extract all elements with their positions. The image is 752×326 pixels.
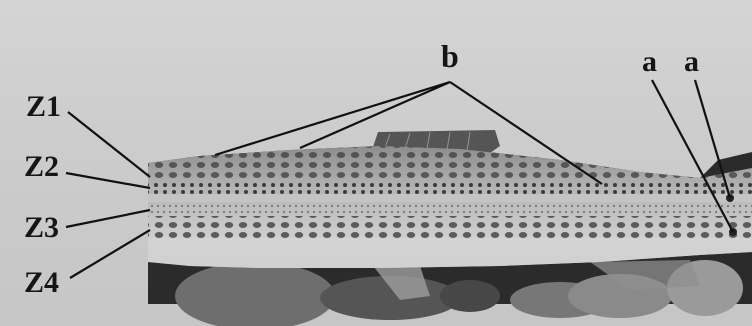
label-a-left: a <box>642 47 657 77</box>
label-a-right: a <box>684 47 699 77</box>
label-z3: Z3 <box>24 213 59 243</box>
label-b: b <box>441 40 459 72</box>
leader-z1 <box>68 112 150 177</box>
label-z1: Z1 <box>26 92 61 122</box>
label-z2: Z2 <box>24 152 59 182</box>
leader-z4 <box>70 230 150 278</box>
leader-z3 <box>66 210 150 227</box>
leader-z2 <box>66 173 150 188</box>
label-z4: Z4 <box>24 268 59 298</box>
rock-6 <box>440 280 500 312</box>
